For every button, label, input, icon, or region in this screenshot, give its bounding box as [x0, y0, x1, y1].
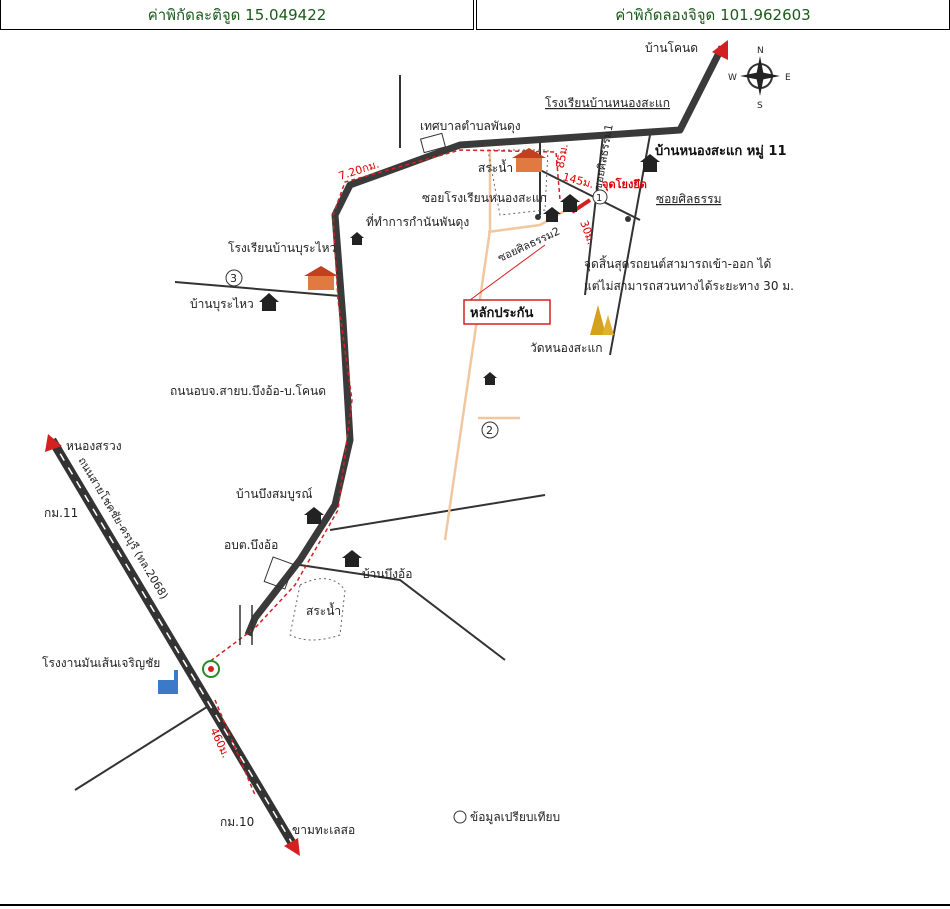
label-school-burawai: โรงเรียนบ้านบุระไหว: [228, 241, 336, 256]
house-icon: [543, 207, 561, 222]
school-icon: [512, 148, 546, 172]
arrow-nongsuang: [45, 434, 62, 452]
road-bungor-south: [299, 564, 506, 661]
distance-145m: 145ม.: [561, 170, 595, 191]
label-soi-school: ซอยโรงเรียนหนองสะแก: [422, 191, 547, 205]
control-point-label: จุดโยงยึด: [602, 177, 647, 192]
latitude-label: ค่าพิกัดละติจูด: [147, 5, 241, 24]
longitude-label: ค่าพิกัดลองจิจูด: [615, 5, 716, 24]
road-sinlatham: [539, 169, 641, 221]
label-factory: โรงงานมันเส้นเจริญชัย: [42, 656, 160, 670]
house-icon: [350, 232, 364, 245]
latitude-value: 15.049422: [245, 5, 327, 24]
marker-3-label: 3: [230, 272, 237, 285]
house-icon: [483, 372, 497, 385]
label-end-note-2: แต่ไม่สามารถสวนทางได้ระยะทาง 30 ม.: [584, 279, 794, 293]
marker-1: [592, 189, 608, 205]
label-obt-bungor: อบต.บึงอ้อ: [224, 538, 278, 552]
marker-2-label: 2: [486, 424, 493, 437]
label-end-note-1: จุดสิ้นสุดรถยนต์สามารถเข้า-ออก ได้: [584, 255, 771, 272]
road-local-link: [487, 203, 576, 234]
road-local-main: [443, 152, 492, 541]
label-pond-top: สระน้ำ: [478, 159, 513, 175]
junction-dot: [535, 214, 541, 220]
highway: [48, 437, 299, 851]
gas-station-icon: [202, 660, 220, 678]
house-icon: [342, 550, 362, 567]
road-factory-sw: [74, 704, 211, 791]
compass-s: S: [757, 101, 763, 111]
road-bungor-north: [329, 494, 546, 531]
marker-3: [225, 269, 243, 287]
house-icon: [259, 293, 279, 311]
minor-roads: [74, 75, 651, 791]
label-ban-bungsomboon: บ้านบึงสมบูรณ์: [236, 487, 312, 502]
bridge: [239, 605, 253, 645]
pond-bottom-outline: [289, 578, 346, 641]
red-route-460: [214, 699, 256, 796]
label-km11: กม.11: [44, 506, 78, 520]
collateral-pointer: [469, 244, 546, 301]
house-icon: [560, 194, 580, 212]
tessaban-box: [419, 132, 447, 154]
main-road: [244, 45, 726, 637]
label-kamnan-office: ที่ทำการกำนันพันดุง: [366, 213, 469, 230]
label-school-nongsakae: โรงเรียนบ้านหนองสะแก: [545, 96, 670, 110]
label-soi-sinlatham: ซอยศิลธรรม: [656, 192, 721, 206]
road-burawai: [174, 281, 341, 297]
label-wat-nongsakae: วัดหนองสะแก: [530, 341, 602, 355]
distance-30m: 30ม.: [577, 219, 598, 247]
longitude-header: ค่าพิกัดลองจิจูด 101.962603: [476, 0, 950, 30]
label-pond-bottom: สระน้ำ: [306, 602, 341, 618]
compass-icon: [740, 56, 780, 96]
obt-box: [263, 556, 295, 590]
latitude-header: ค่าพิกัดละติจูด 15.049422: [0, 0, 474, 30]
label-highway: ถนนสายโชคชัย-ครบุรี (ทล.2068): [75, 454, 171, 601]
compass-w: W: [728, 73, 737, 83]
marker-1-label: 1: [596, 193, 602, 204]
compass-e: E: [785, 73, 791, 83]
collateral-label: หลักประกัน: [470, 306, 533, 321]
compass-n: N: [757, 46, 764, 56]
label-ban-bungor: บ้านบึงอ้อ: [362, 567, 412, 581]
label-comparison: ข้อมูลเปรียบเทียบ: [470, 810, 560, 825]
label-tessaban: เทศบาลตำบลพันดุง: [420, 119, 521, 134]
house-icon: [304, 507, 324, 524]
label-ban-burawai: บ้านบุระไหว: [190, 297, 254, 312]
school-icon: [304, 266, 338, 290]
house-icon: [640, 154, 660, 172]
label-km10: กม.10: [220, 815, 254, 829]
label-ban-nongsakae: บ้านหนองสะแก หมู่ 11: [655, 143, 787, 159]
distance-85m: 85ม.: [554, 143, 571, 170]
longitude-value: 101.962603: [720, 5, 811, 24]
arrow-khonod: [712, 40, 728, 60]
comparison-marker: [453, 810, 467, 824]
label-road-name: ถนนอบจ.สายบ.บึงอ้อ-บ.โคนด: [170, 384, 326, 398]
temple-icon: [590, 305, 614, 335]
junction-dot: [625, 216, 631, 222]
arrow-khamthale: [284, 838, 300, 856]
label-nongsuang: หนองสรวง: [66, 439, 122, 453]
label-kham-thale-so: ขามทะเลสอ: [292, 823, 355, 837]
collateral-box: [463, 299, 551, 325]
label-ban-khonod: บ้านโคนด: [645, 41, 698, 55]
marker-2: [481, 421, 499, 439]
factory-icon: [158, 670, 178, 694]
road-sinlatham1: [584, 134, 604, 296]
